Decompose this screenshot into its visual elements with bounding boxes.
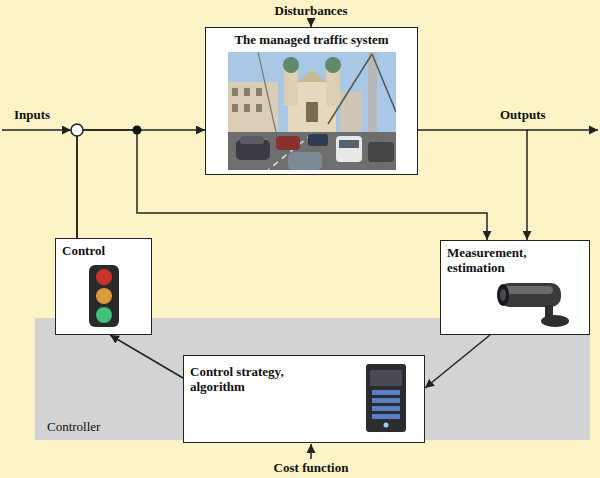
controller-band: Controller Control strategy, algorithm (35, 318, 590, 440)
input-arrow (2, 129, 71, 131)
branch-dot (133, 126, 142, 135)
signal-connector (425, 335, 490, 388)
signal-connector (77, 130, 487, 240)
output-arrow (527, 129, 598, 131)
signal-connector (418, 130, 527, 240)
input-label: Inputs (14, 107, 50, 122)
signal-connector (110, 335, 183, 378)
cost-arrow (310, 444, 312, 459)
cost-label: Cost function (274, 460, 349, 475)
camera-icon (493, 275, 583, 329)
node-text: The managed traffic system (212, 32, 411, 47)
node-text: Controller (47, 419, 100, 434)
summing-junction (71, 124, 83, 136)
disturbance-label: Disturbances (275, 3, 348, 18)
disturbance-arrow (310, 20, 312, 27)
traffic-light-icon (87, 264, 121, 328)
node-text: Measurement, estimation (447, 245, 583, 275)
traffic-photo (228, 52, 396, 170)
node-text: Control (62, 243, 145, 258)
output-label: Outputs (500, 107, 546, 122)
signal-connector (77, 130, 205, 238)
system-box: The managed traffic system (205, 27, 418, 175)
node-text: Control strategy, algorithm (190, 364, 308, 394)
strategy-box: Control strategy, algorithm (183, 355, 425, 443)
control-box: Control (55, 238, 152, 335)
computer-icon (358, 362, 414, 434)
measurement-box: Measurement, estimation (440, 240, 590, 335)
